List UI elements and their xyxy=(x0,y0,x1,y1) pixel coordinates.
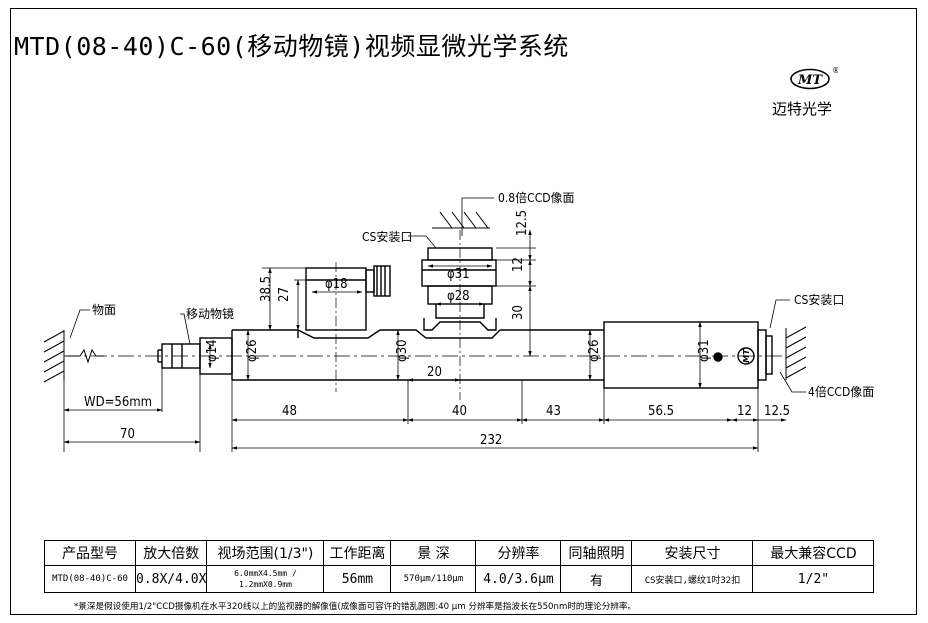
col-model: 产品型号 xyxy=(44,540,136,566)
dim-phi31-right: φ31 xyxy=(697,339,712,362)
brand-name: 迈特光学 xyxy=(772,100,833,118)
footnote: *景深是假设使用1/2"CCD摄像机在水平320线以上的监视器的解像值(成像面可… xyxy=(74,602,637,612)
cell-coaxial: 有 xyxy=(560,565,633,593)
col-working-distance: 工作距离 xyxy=(323,540,392,566)
dim-12-5-bottom: 12.5 xyxy=(764,404,790,419)
cell-fov-line2: 1.2mmX0.9mm xyxy=(238,580,292,589)
housing-logo-mark: MT xyxy=(742,349,751,363)
dimension-lines xyxy=(63,229,787,450)
dim-phi30: φ30 xyxy=(395,339,410,362)
extension-lines xyxy=(63,247,759,452)
cell-working-distance: 56mm xyxy=(323,565,392,593)
top-wall-hatch xyxy=(432,211,490,229)
col-resolution: 分辨率 xyxy=(475,540,562,566)
main-tube xyxy=(231,329,604,381)
dim-12-top: 12 xyxy=(511,257,526,272)
dim-43: 43 xyxy=(546,404,561,419)
dim-phi14: φ14 xyxy=(205,339,220,362)
cell-fov: 6.0mmX4.5mm / 1.2mmX0.9mm xyxy=(206,565,325,593)
logo-mark-text: MT xyxy=(797,73,823,88)
col-magnification: 放大倍数 xyxy=(134,540,208,566)
cell-resolution: 4.0/3.6μm xyxy=(475,565,562,593)
dim-232: 232 xyxy=(480,433,502,448)
right-housing xyxy=(603,321,773,389)
dim-phi18: φ18 xyxy=(325,277,348,292)
leader-lines xyxy=(69,197,806,393)
col-coaxial: 同轴照明 xyxy=(560,540,633,566)
label-ccd-08: 0.8倍CCD像面 xyxy=(498,190,575,205)
dim-38-5: 38.5 xyxy=(259,276,274,302)
drawing-frame xyxy=(10,8,917,615)
dim-wd: WD=56mm xyxy=(84,395,152,410)
cell-fov-line1: 6.0mmX4.5mm / xyxy=(234,569,297,578)
object-zigzag xyxy=(66,348,104,364)
dim-27: 27 xyxy=(277,287,292,302)
dim-30-vertical: 30 xyxy=(511,305,526,320)
dim-phi26-right: φ26 xyxy=(587,339,602,362)
cell-model: MTD(08-40)C-60 xyxy=(44,565,136,593)
cell-depth-of-field: 570μm/110μm xyxy=(390,565,477,593)
right-wall-hatch xyxy=(785,326,807,380)
dim-phi26-left: φ26 xyxy=(245,339,260,362)
spec-header-row: 产品型号 放大倍数 视场范围(1/3") 工作距离 景 深 分辨率 同轴照明 安… xyxy=(44,540,875,566)
dim-56-5: 56.5 xyxy=(648,404,674,419)
focus-knob-block xyxy=(305,265,391,331)
left-wall-hatch xyxy=(43,330,65,383)
col-fov: 视场范围(1/3") xyxy=(206,540,325,566)
spec-table: 产品型号 放大倍数 视场范围(1/3") 工作距离 景 深 分辨率 同轴照明 安… xyxy=(44,540,875,593)
brand-logo: MT ® xyxy=(790,66,838,90)
label-moving-objective: 移动物镜 xyxy=(186,306,234,321)
registered-mark: ® xyxy=(832,66,838,75)
cell-mount: CS安装口,螺纹1吋32扣 xyxy=(631,565,754,593)
col-max-ccd: 最大兼容CCD xyxy=(752,540,875,566)
col-depth-of-field: 景 深 xyxy=(390,540,477,566)
label-cs-mount-right: CS安装口 xyxy=(794,292,844,307)
dim-12-bottom: 12 xyxy=(737,404,752,419)
page-title: MTD(08-40)C-60(移动物镜)视频显微光学系统 xyxy=(14,32,569,61)
cell-max-ccd: 1/2" xyxy=(752,565,875,593)
dim-20: 20 xyxy=(427,365,442,380)
dim-phi28: φ28 xyxy=(447,289,470,304)
col-mount: 安装尺寸 xyxy=(631,540,754,566)
dim-12-5-top: 12.5 xyxy=(515,210,530,236)
dim-40: 40 xyxy=(452,404,467,419)
cell-magnification: 0.8X/4.0X xyxy=(134,565,208,593)
dim-48: 48 xyxy=(282,404,297,419)
label-object-plane: 物面 xyxy=(92,303,116,317)
moving-objective-body xyxy=(157,337,233,375)
dim-phi31-top: φ31 xyxy=(447,267,470,282)
label-cs-mount-top: CS安装口 xyxy=(362,229,412,244)
dim-70: 70 xyxy=(120,427,135,442)
spec-value-row: MTD(08-40)C-60 0.8X/4.0X 6.0mmX4.5mm / 1… xyxy=(44,565,875,593)
label-ccd-4: 4倍CCD像面 xyxy=(808,384,874,399)
